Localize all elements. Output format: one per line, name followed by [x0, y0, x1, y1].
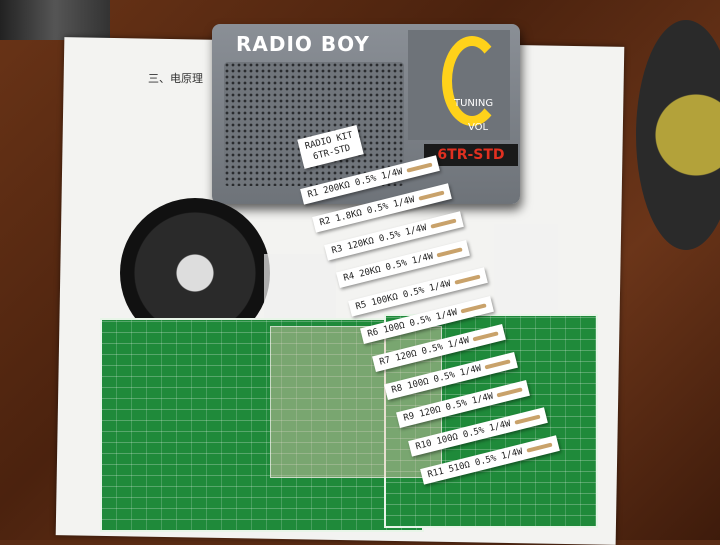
- resistor-icon: [460, 302, 487, 313]
- resistor-icon: [496, 386, 523, 397]
- resistor-icon: [484, 358, 511, 369]
- volume-potentiometer: [494, 224, 558, 310]
- resistor-icon: [453, 274, 481, 285]
- resistor-icon: [417, 190, 445, 201]
- resistor-icon: [513, 414, 541, 425]
- resistor-icon: [472, 330, 499, 341]
- resistor-icon: [405, 162, 433, 173]
- tuning-label: TUNING: [454, 98, 494, 109]
- schematic-heading: 三、电原理: [148, 72, 203, 85]
- speaker-grille: [224, 62, 404, 186]
- volume-label: VOL: [468, 122, 489, 133]
- resistor-icon: [429, 218, 457, 229]
- solder-spool: [636, 20, 720, 250]
- radio-brand: RADIO BOY: [236, 32, 370, 56]
- pcb-board: [100, 318, 424, 532]
- resistor-icon: [436, 246, 463, 257]
- model-sticker: 6TR-STD: [424, 144, 518, 166]
- resistor-icon: [525, 442, 553, 453]
- dial-scale-icon: [442, 36, 502, 126]
- bag-corner: [0, 0, 110, 40]
